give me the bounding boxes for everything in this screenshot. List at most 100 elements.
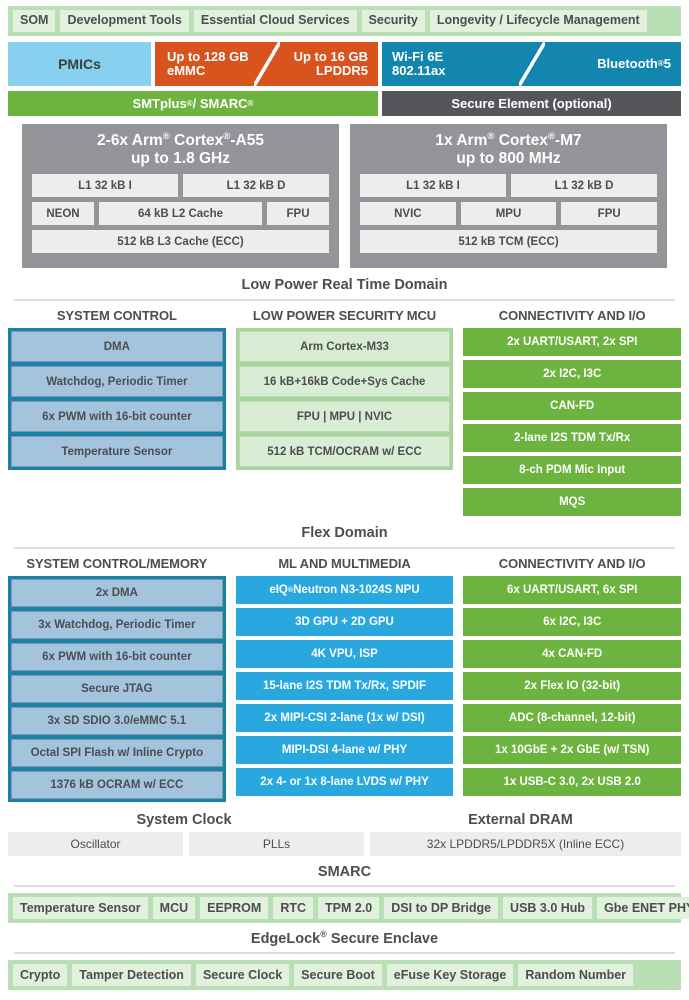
m7-tcm-row-3: 512 kB TCM (ECC) [360, 230, 657, 254]
fx-item-ethernet: 1x 10GbE + 2x GbE (w/ TSN) [463, 736, 682, 765]
column-connectivity-io-flex: CONNECTIVITY AND I/O 6x UART/USART, 6x S… [463, 556, 682, 802]
lp-item-uart-spi: 2x UART/USART, 2x SPI [463, 328, 682, 357]
fx-item-flex-io: 2x Flex IO (32-bit) [463, 672, 682, 701]
smarc-chip-mcu: MCU [152, 897, 196, 920]
m7-unit-row-2: NVIC MPU FPU [360, 202, 658, 226]
block-diagram-page: SOM Development Tools Essential Cloud Se… [0, 6, 689, 1000]
fx-item-i2s-tdm-spdif: 15-lane I2S TDM Tx/Rx, SPDIF [235, 672, 454, 701]
secure-element-block: Secure Element (optional) [382, 91, 681, 116]
m7-mpu-cell: MPU [460, 202, 557, 226]
edgelock-chip-tamper-detection: Tamper Detection [72, 964, 191, 987]
column-system-control-memory: SYSTEM CONTROL/MEMORY 2x DMA 3x Watchdog… [8, 556, 226, 803]
smarc-band: Temperature Sensor MCU EEPROM RTC TPM 2.… [8, 893, 689, 924]
external-dram-heading: External DRAM [468, 812, 573, 829]
lp-item-pwm: 6x PWM with 16-bit counter [11, 401, 223, 433]
edgelock-chip-crypto: Crypto [13, 964, 68, 987]
som-chip-som: SOM [13, 10, 56, 32]
fx-item-mipi-csi: 2x MIPI-CSI 2-lane (1x w/ DSI) [235, 704, 454, 733]
smarc-chip-tpm: TPM 2.0 [318, 897, 380, 920]
lp-item-can-fd: CAN-FD [463, 392, 682, 421]
stack-connectivity-io-lowpower: 2x UART/USART, 2x SPI 2x I2C, I3C CAN-FD… [463, 328, 682, 517]
fx-item-usb: 1x USB-C 3.0, 2x USB 2.0 [463, 768, 682, 797]
stack-system-control: DMA Watchdog, Periodic Timer 6x PWM with… [8, 328, 226, 471]
oscillator-cell: Oscillator [8, 832, 183, 857]
column-head-system-control: SYSTEM CONTROL [56, 308, 177, 324]
fx-item-vpu-isp: 4K VPU, ISP [235, 640, 454, 669]
som-band: SOM Development Tools Essential Cloud Se… [8, 6, 681, 36]
module-row: SMTplus® / SMARC® Secure Element (option… [8, 91, 681, 116]
som-chip-essential-cloud-services: Essential Cloud Services [193, 10, 357, 32]
lp-item-dma: DMA [11, 331, 223, 363]
fx-item-ocram: 1376 kB OCRAM w/ ECC [11, 771, 223, 800]
column-connectivity-io-lowpower: CONNECTIVITY AND I/O 2x UART/USART, 2x S… [463, 308, 682, 517]
lp-item-cortex-m33: Arm Cortex-M33 [238, 331, 451, 363]
lp-item-i2s-tdm: 2-lane I2S TDM Tx/Rx [463, 424, 682, 453]
a55-cache-row-1: L1 32 kB I L1 32 kB D [32, 174, 329, 198]
clock-dram-headings: System Clock External DRAM [8, 812, 681, 828]
a55-l1i-cell: L1 32 kB I [32, 174, 178, 198]
fx-item-octal-spi-flash: Octal SPI Flash w/ Inline Crypto [11, 739, 223, 768]
smtplus-smarc-block: SMTplus® / SMARC® [8, 91, 378, 116]
system-clock-heading: System Clock [136, 812, 232, 829]
lp-item-i2c-i3c: 2x I2C, I3C [463, 360, 682, 389]
m7-nvic-cell: NVIC [360, 202, 456, 226]
divider-low-power [14, 299, 675, 302]
m7-tcm-cell: 512 kB TCM (ECC) [360, 230, 657, 254]
column-head-connectivity-io-flex: CONNECTIVITY AND I/O [498, 556, 646, 572]
stack-ml-multimedia: eIQ® Neutron N3-1024S NPU 3D GPU + 2D GP… [235, 576, 454, 797]
column-head-ml-multimedia: ML AND MULTIMEDIA [278, 556, 411, 572]
m7-fpu-cell: FPU [561, 202, 658, 226]
a55-l3cache-cell: 512 kB L3 Cache (ECC) [32, 230, 329, 254]
dram-cell: 32x LPDDR5/LPDDR5X (Inline ECC) [370, 832, 681, 857]
a55-unit-row-2: NEON 64 kB L2 Cache FPU [32, 202, 329, 226]
fx-item-lvds: 2x 4- or 1x 8-lane LVDS w/ PHY [235, 768, 454, 797]
smarc-title: SMARC [317, 864, 372, 881]
divider-edgelock [14, 952, 675, 955]
lp-item-watchdog: Watchdog, Periodic Timer [11, 366, 223, 398]
plls-cell: PLLs [189, 832, 364, 857]
column-ml-multimedia: ML AND MULTIMEDIA eIQ® Neutron N3-1024S … [235, 556, 454, 802]
fx-item-2x-dma: 2x DMA [11, 579, 223, 608]
m7-l1i-cell: L1 32 kB I [360, 174, 506, 198]
edgelock-chip-secure-boot: Secure Boot [294, 964, 382, 987]
column-head-system-control-memory: SYSTEM CONTROL/MEMORY [26, 556, 208, 572]
fx-item-can-fd: 4x CAN-FD [463, 640, 682, 669]
divider-flex [14, 547, 675, 550]
divider-smarc [14, 885, 675, 888]
fx-item-sd-sdio-emmc: 3x SD SDIO 3.0/eMMC 5.1 [11, 707, 223, 736]
stack-connectivity-io-flex: 6x UART/USART, 6x SPI 6x I2C, I3C 4x CAN… [463, 576, 682, 797]
column-head-connectivity-io-lowpower: CONNECTIVITY AND I/O [498, 308, 646, 324]
som-chip-longevity-lifecycle: Longevity / Lifecycle Management [429, 10, 647, 32]
smarc-chip-dsi-to-dp-bridge: DSI to DP Bridge [384, 897, 499, 920]
edgelock-chip-random-number: Random Number [518, 964, 634, 987]
som-chip-development-tools: Development Tools [60, 10, 189, 32]
fx-item-npu: eIQ® Neutron N3-1024S NPU [235, 576, 454, 605]
bluetooth-block: Bluetooth® 5 [531, 42, 681, 86]
som-chip-security: Security [361, 10, 425, 32]
a55-l2cache-cell: 64 kB L2 Cache [99, 202, 262, 226]
stack-low-power-security-mcu: Arm Cortex-M33 16 kB+16kB Code+Sys Cache… [235, 328, 454, 471]
pmics-block: PMICs [8, 42, 151, 86]
clock-dram-row: Oscillator PLLs 32x LPDDR5/LPDDR5X (Inli… [8, 832, 681, 857]
edgelock-chip-secure-clock: Secure Clock [195, 964, 290, 987]
column-system-control: SYSTEM CONTROL DMA Watchdog, Periodic Ti… [8, 308, 226, 516]
edgelock-chip-efuse-key-storage: eFuse Key Storage [386, 964, 514, 987]
fx-item-adc: ADC (8-channel, 12-bit) [463, 704, 682, 733]
smarc-chip-temperature-sensor: Temperature Sensor [13, 897, 148, 920]
column-head-low-power-security-mcu: LOW POWER SECURITY MCU [252, 308, 437, 324]
lp-item-temperature-sensor: Temperature Sensor [11, 436, 223, 468]
edgelock-band: Crypto Tamper Detection Secure Clock Sec… [8, 960, 681, 991]
a55-l1d-cell: L1 32 kB D [183, 174, 329, 198]
low-power-domain-columns: SYSTEM CONTROL DMA Watchdog, Periodic Ti… [8, 308, 682, 517]
smarc-chip-usb-hub: USB 3.0 Hub [503, 897, 593, 920]
